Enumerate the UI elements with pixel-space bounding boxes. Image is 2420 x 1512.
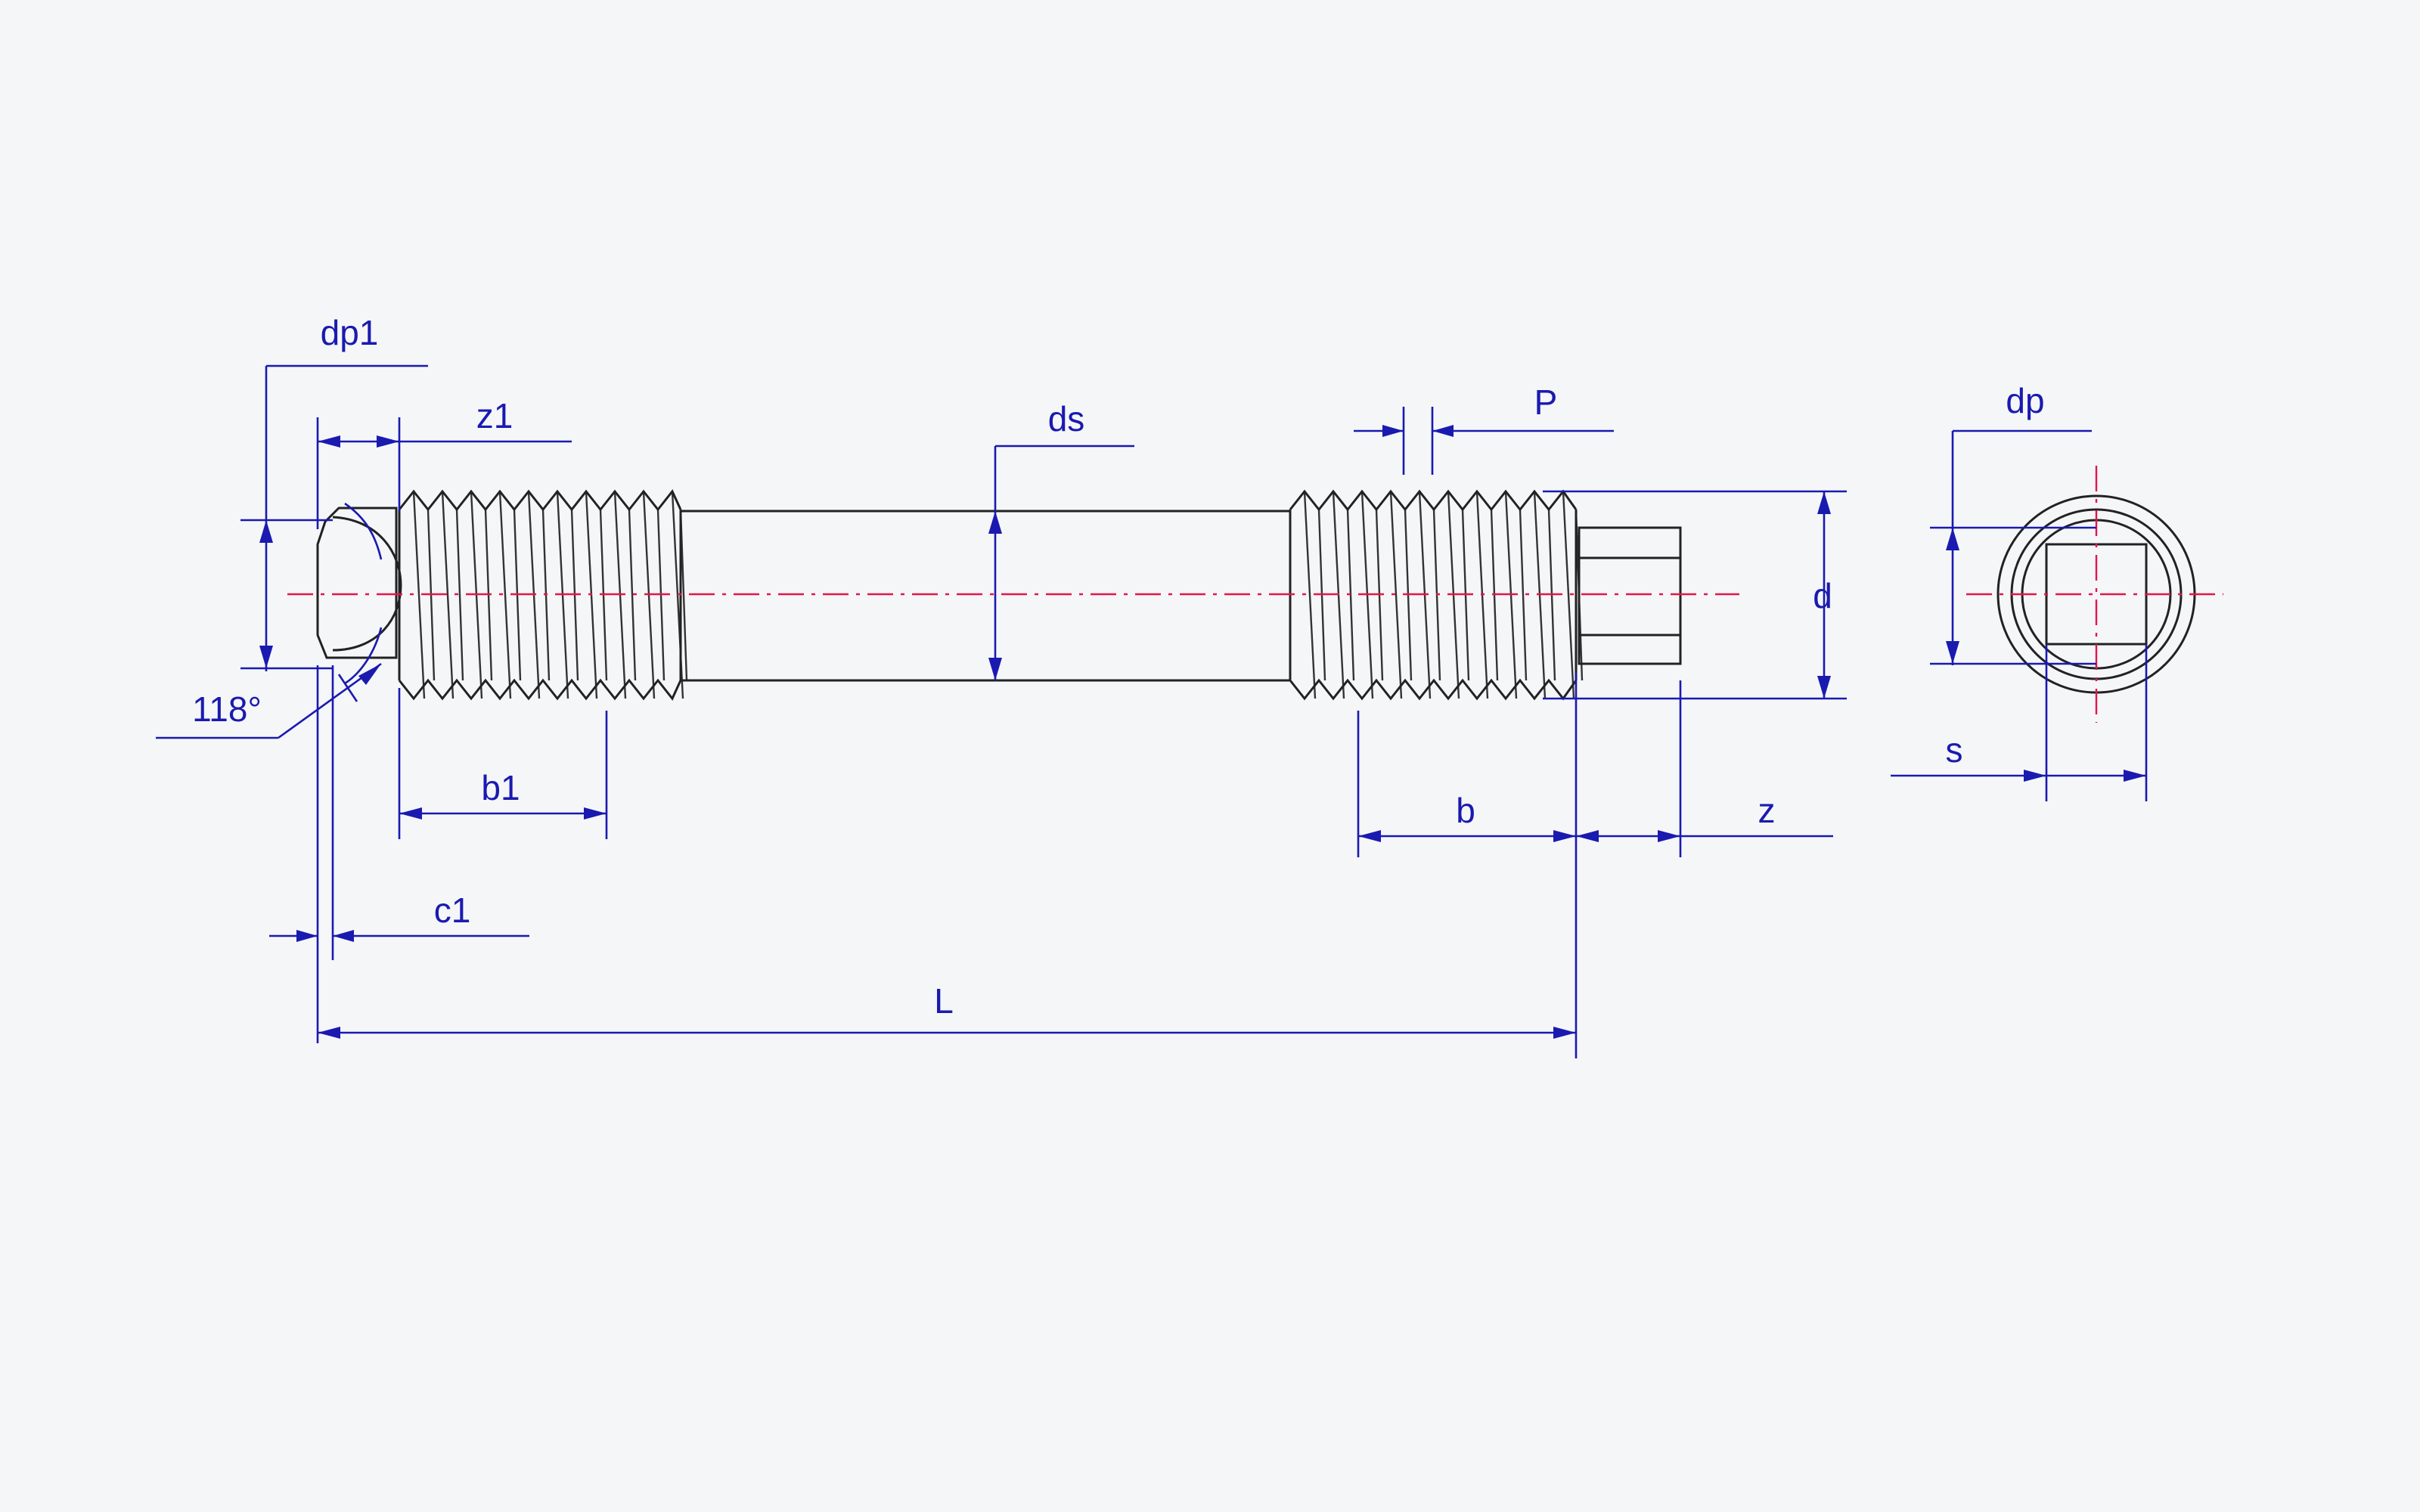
label-b1: b1 [481,768,520,807]
thread-bottom-profile [398,678,682,701]
label-ds: ds [1048,399,1085,438]
label-P: P [1534,383,1558,422]
label-dp: dp [2006,381,2044,420]
label-z: z [1758,791,1776,830]
label-angle: 118° [192,689,262,729]
thread-root-line [455,509,464,681]
label-s: s [1946,730,1963,770]
thread-top-profile [398,489,682,512]
label-dp1: dp1 [321,313,379,352]
dimensions: dp1 z1 118° b1 c1 ds [156,313,2148,1058]
left-end-dome [332,516,402,652]
thread-crest-line [1562,491,1575,699]
label-c1: c1 [434,891,471,930]
thread-root-line [1519,509,1528,681]
thread-root-line [628,509,637,681]
left-end-cone [316,507,398,659]
thread-crest-line [498,491,512,699]
shank [679,510,1292,682]
label-d: d [1813,576,1832,615]
label-b: b [1456,791,1475,830]
thread-crest-line [1303,491,1317,699]
thread-bottom-profile [1289,678,1578,701]
label-L: L [934,981,954,1021]
thread-top-profile [1289,489,1578,512]
thread-crest-line [1389,491,1403,699]
square-drive-end [1578,526,1682,665]
thread-crest-line [412,491,426,699]
thread-crest-line [441,491,455,699]
label-z1: z1 [476,396,513,435]
